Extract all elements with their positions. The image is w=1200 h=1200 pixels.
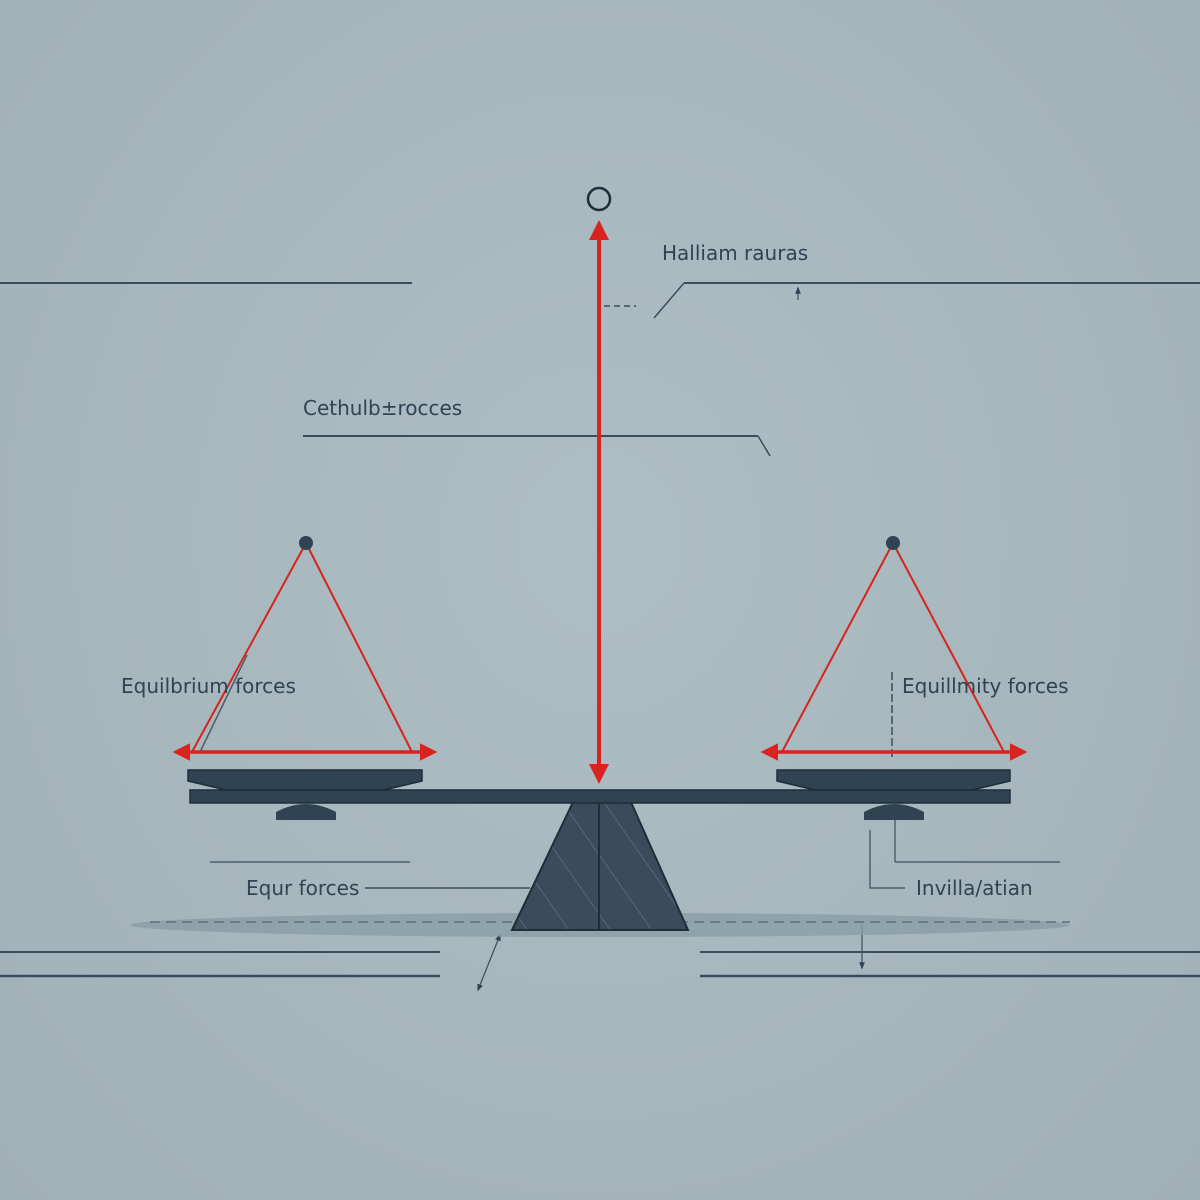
central-force <box>586 186 612 784</box>
left-pan-dish <box>187 769 423 791</box>
ring-icon <box>586 186 612 212</box>
right-pivot-dot <box>886 536 900 550</box>
label-bottom-right: Invilla/atian <box>916 876 1033 900</box>
label-right-pan: Equillmity forces <box>902 674 1069 698</box>
leader-line-bottom-left <box>477 933 501 992</box>
left-pivot-dot <box>299 536 313 550</box>
left-pan-foot <box>276 804 336 820</box>
labels: Halliam rauras Cethulb±rocces Equilbrium… <box>121 241 1069 900</box>
left-pan <box>172 536 438 820</box>
balance-beam <box>189 789 1011 804</box>
label-top-right: Halliam rauras <box>662 241 808 265</box>
right-pan-foot <box>864 804 924 820</box>
label-left-pan: Equilbrium forces <box>121 674 296 698</box>
fulcrum <box>510 799 690 931</box>
label-upper-left: Cethulb±rocces <box>303 396 462 420</box>
leader-line-bottom-right <box>869 830 905 889</box>
right-pan-dish <box>776 769 1011 791</box>
right-suspension-right <box>892 542 1005 753</box>
label-bottom-left: Equr forces <box>246 876 359 900</box>
left-suspension-left <box>191 542 307 753</box>
left-suspension-right <box>305 542 413 753</box>
right-pan <box>760 536 1028 820</box>
leader-line-top-right <box>653 282 685 319</box>
left-suspension-shadow <box>199 654 248 753</box>
guide-lines <box>0 282 1200 992</box>
leader-line-mid <box>757 435 771 457</box>
right-suspension-left <box>781 542 894 753</box>
